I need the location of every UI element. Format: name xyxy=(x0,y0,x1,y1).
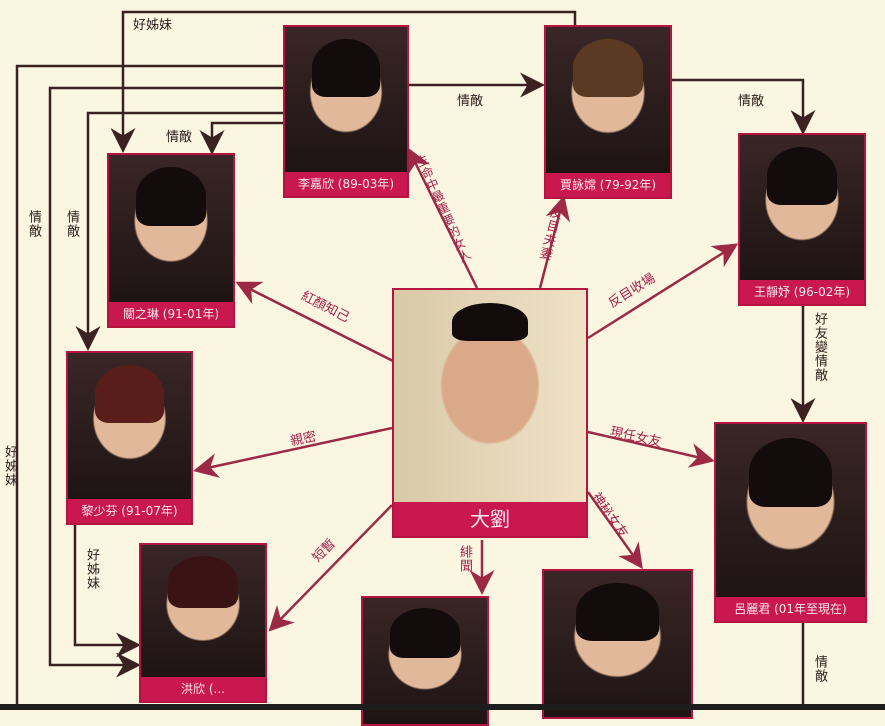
person-card-li: 李嘉欣 (89-03年) xyxy=(283,25,409,198)
label-friend-to-rival: 好友變情敵 xyxy=(812,312,827,382)
label-relation-bottom-mid: 緋聞 xyxy=(457,545,472,573)
photo xyxy=(740,135,864,280)
person-name: 賈詠嫦 (79-92年) xyxy=(546,173,670,197)
photo xyxy=(546,27,670,173)
line-rival-jia-wang xyxy=(671,78,816,135)
line-rival-to-li2 xyxy=(75,111,283,351)
person-name: 王靜妤 (96-02年) xyxy=(740,280,864,304)
person-card-jia: 賈詠嫦 (79-92年) xyxy=(544,25,672,199)
line-rival-to-guan xyxy=(199,121,283,155)
arrow-to-bottom-right xyxy=(586,491,643,570)
center-person-card: 大劉 xyxy=(392,288,588,538)
photo xyxy=(716,424,865,597)
arrow-to-li2 xyxy=(193,426,393,478)
label-good-sisters-left: 好姊妹 xyxy=(2,445,17,487)
person-card-lv: 呂麗君 (01年至現在) xyxy=(714,422,867,623)
person-card-hong: 洪欣 (... xyxy=(139,543,267,703)
bottom-bar xyxy=(0,704,885,710)
label-rival-guan: 情敵 xyxy=(166,130,193,145)
person-name: 洪欣 (... xyxy=(141,677,265,701)
line-li2-hong xyxy=(73,524,141,658)
person-card-wang: 王靜妤 (96-02年) xyxy=(738,133,866,306)
line-outer-left xyxy=(15,64,283,710)
arrow-to-jia xyxy=(538,195,571,289)
person-card-li2: 黎少芬 (91-07年) xyxy=(66,351,193,525)
arrow-to-hong xyxy=(268,504,393,632)
label-good-sisters-top: 好姊妹 xyxy=(133,18,173,33)
center-photo xyxy=(394,290,586,502)
label-rival-li-jia: 情敵 xyxy=(457,94,484,109)
arrow-to-li xyxy=(407,147,479,289)
person-name: 呂麗君 (01年至現在) xyxy=(716,597,865,621)
photo xyxy=(109,155,233,302)
person-card-bottom-right xyxy=(542,569,693,719)
person-card-guan: 關之琳 (91-01年) xyxy=(107,153,235,328)
person-name: 李嘉欣 (89-03年) xyxy=(285,172,407,196)
arrow-to-lv xyxy=(587,430,715,468)
photo xyxy=(141,545,265,677)
label-rival-left-1: 情敵 xyxy=(26,210,41,238)
photo xyxy=(544,571,691,717)
label-good-sisters-li2-hong: 好姊妹 xyxy=(84,548,99,590)
arrow-to-wang xyxy=(587,243,739,340)
line-good-sisters-top xyxy=(110,10,577,153)
label-rival-jia-wang: 情敵 xyxy=(738,94,765,109)
photo xyxy=(363,598,487,724)
label-rival-left-2: 情敵 xyxy=(64,210,79,238)
label-rival-lv: 情敵 xyxy=(812,655,827,683)
relationship-lines xyxy=(15,10,816,710)
person-name: 黎少芬 (91-07年) xyxy=(68,499,191,523)
photo xyxy=(68,353,191,499)
center-name: 大劉 xyxy=(394,502,586,536)
person-name: 關之琳 (91-01年) xyxy=(109,302,233,326)
arrow-to-guan xyxy=(235,281,396,364)
line-rival-to-hong xyxy=(48,86,283,678)
photo xyxy=(285,27,407,172)
